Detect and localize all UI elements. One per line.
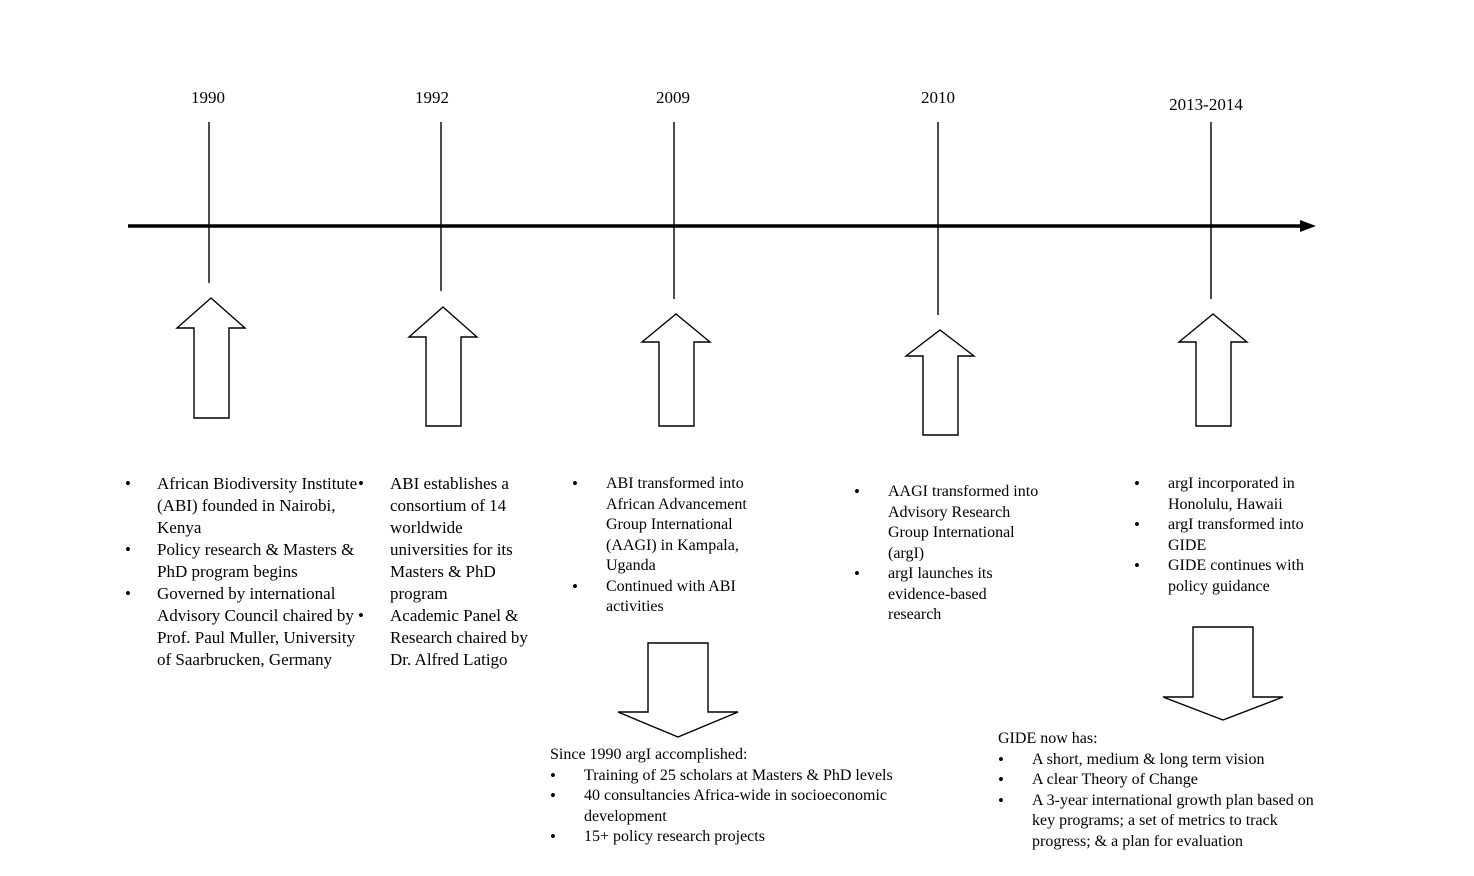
list-item: argI transformed into GIDE (1134, 515, 1329, 556)
event-block-2013-2014: argI incorporated in Honolulu, Hawaii ar… (1134, 474, 1329, 597)
list-item: Academic Panel & Research chaired by Dr.… (358, 605, 540, 671)
up-arrow-2013-2014 (1177, 313, 1249, 427)
down-arrow-gide-now (1162, 626, 1284, 721)
timeline-arrowhead (1300, 220, 1316, 232)
event-block-2009: ABI transformed into African Advancement… (572, 474, 767, 618)
year-label-1990: 1990 (191, 88, 225, 107)
list-item: Continued with ABI activities (572, 577, 767, 618)
list-item: A clear Theory of Change (998, 770, 1338, 791)
year-label-2009: 2009 (656, 88, 690, 107)
list-item: A short, medium & long term vision (998, 750, 1338, 771)
list-item: ABI establishes a consortium of 14 world… (358, 473, 540, 605)
accomplishments-block: Since 1990 argI accomplished: Training o… (550, 745, 950, 848)
list-item: African Biodiversity Institute (ABI) fou… (125, 473, 360, 539)
gide-now-heading: GIDE now has: (998, 730, 1098, 747)
list-item: Policy research & Masters & PhD program … (125, 539, 360, 583)
up-arrow-1992 (407, 306, 479, 427)
list-item: argI incorporated in Honolulu, Hawaii (1134, 474, 1329, 515)
event-block-2010: AAGI transformed into Advisory Research … (854, 482, 1039, 626)
up-arrow-2010 (903, 329, 977, 436)
list-item: argI launches its evidence-based researc… (854, 564, 1039, 626)
list-item: ABI transformed into African Advancement… (572, 474, 767, 577)
event-block-1990: African Biodiversity Institute (ABI) fou… (125, 473, 360, 671)
up-arrow-1990 (175, 297, 247, 419)
year-label-1992: 1992 (415, 88, 449, 107)
list-item: 15+ policy research projects (550, 827, 950, 848)
list-item: Governed by international Advisory Counc… (125, 583, 360, 671)
year-label-2013-2014: 2013-2014 (1169, 95, 1243, 114)
gide-now-block: GIDE now has: A short, medium & long ter… (998, 729, 1338, 852)
event-block-1992: ABI establishes a consortium of 14 world… (358, 473, 540, 671)
year-label-2010: 2010 (921, 88, 955, 107)
accomplishments-heading: Since 1990 argI accomplished: (550, 746, 748, 763)
list-item: 40 consultancies Africa-wide in socioeco… (550, 786, 950, 827)
list-item: A 3-year international growth plan based… (998, 791, 1338, 853)
list-item: GIDE continues with policy guidance (1134, 556, 1329, 597)
list-item: AAGI transformed into Advisory Research … (854, 482, 1039, 564)
list-item: Training of 25 scholars at Masters & PhD… (550, 766, 950, 787)
down-arrow-accomplishments (617, 642, 739, 738)
up-arrow-2009 (640, 313, 712, 427)
